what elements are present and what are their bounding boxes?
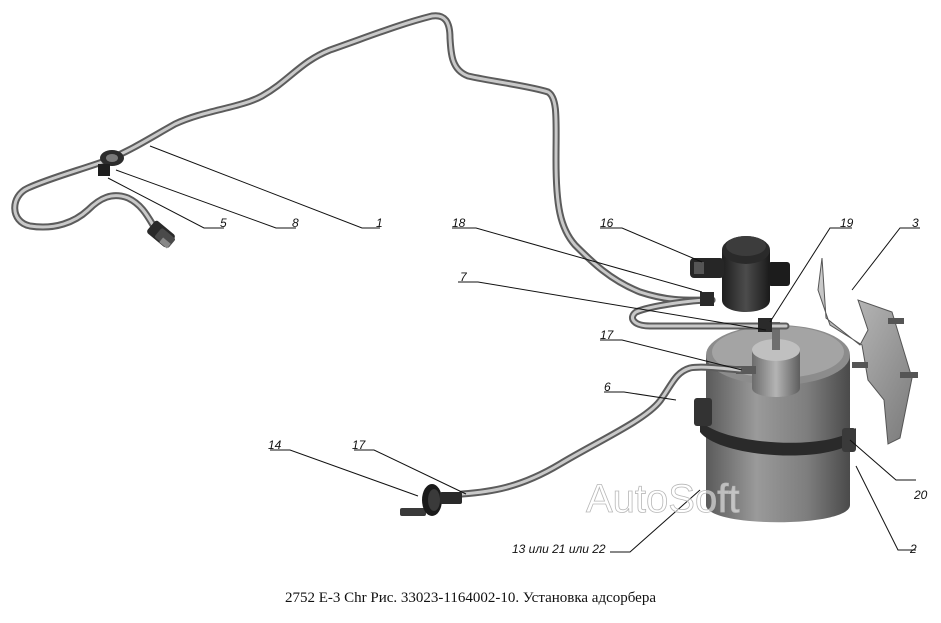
vapor-tube	[104, 12, 716, 304]
tube-clip	[98, 150, 124, 176]
watermark-logo: AutoSoft	[586, 477, 739, 521]
quick-connector	[147, 220, 175, 249]
callout-20: 20	[913, 488, 928, 502]
callout-8: 8	[292, 216, 299, 230]
adsorber-canister	[694, 322, 856, 523]
callout-17-lower: 17	[352, 438, 367, 452]
outlet-tube	[458, 363, 744, 498]
callout-7: 7	[460, 270, 468, 284]
left-tube-loop	[11, 156, 164, 240]
callout-5: 5	[220, 216, 227, 230]
callout-13-21-22: 13 или 21 или 22	[512, 542, 606, 556]
callout-17-upper: 17	[600, 328, 615, 342]
callout-1: 1	[376, 216, 383, 230]
callout-18: 18	[452, 216, 466, 230]
callout-3: 3	[912, 216, 919, 230]
callout-2: 2	[909, 542, 917, 556]
callout-14: 14	[268, 438, 282, 452]
purge-valve	[690, 236, 790, 312]
check-valve	[400, 484, 462, 516]
callout-6: 6	[604, 380, 611, 394]
leader-lines	[107, 145, 920, 553]
callout-19: 19	[840, 216, 854, 230]
callout-16: 16	[600, 216, 614, 230]
mounting-bracket	[817, 257, 918, 445]
figure-caption: 2752 Е-3 Chr Рис. 33023-1164002-10. Уста…	[284, 590, 656, 606]
purge-tube	[629, 292, 790, 332]
